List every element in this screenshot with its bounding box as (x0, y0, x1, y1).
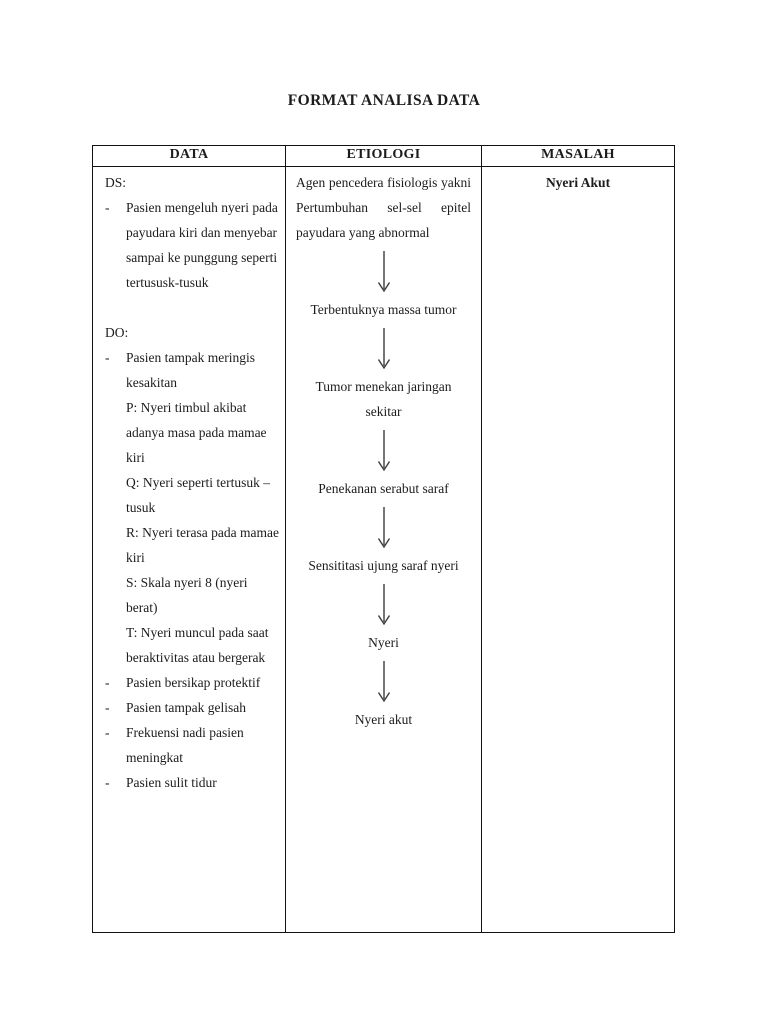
etiologi-paragraph: Agen pencedera fisiologis yakni Pertumbu… (296, 175, 471, 240)
list-item: R: Nyeri terasa pada mamae kiri (105, 520, 279, 570)
list-item: P: Nyeri timbul akibat adanya masa pada … (105, 395, 279, 470)
list-item: S: Skala nyeri 8 (nyeri berat) (105, 570, 279, 620)
down-arrow-icon (377, 251, 390, 293)
bullet-dash (105, 620, 126, 670)
bullet-dash: - (105, 350, 110, 365)
table-header-row: DATA ETIOLOGI MASALAH (93, 146, 674, 167)
list-item-text: Pasien tampak meringis kesakitan (126, 350, 255, 390)
table-body-row: DS: - Pasien mengeluh nyeri pada payudar… (93, 167, 674, 932)
do-list: - Pasien tampak meringis kesakitan P: Ny… (105, 345, 279, 795)
list-item-text: P: Nyeri timbul akibat adanya masa pada … (126, 400, 267, 465)
bullet-dash: - (105, 200, 110, 215)
list-item-text: S: Skala nyeri 8 (nyeri berat) (126, 575, 248, 615)
list-item: - Pasien mengeluh nyeri pada payudara ki… (105, 195, 279, 295)
column-header-masalah: MASALAH (481, 146, 674, 166)
flow-step: Nyeri (296, 578, 471, 655)
column-header-etiologi: ETIOLOGI (285, 146, 481, 166)
etiologi-cell: Agen pencedera fisiologis yakni Pertumbu… (285, 167, 481, 932)
flow-step: Sensititasi ujung saraf nyeri (296, 501, 471, 578)
flow-step-label: Sensititasi ujung saraf nyeri (308, 558, 459, 573)
list-item: - Pasien tampak meringis kesakitan (105, 345, 279, 395)
column-header-data: DATA (169, 147, 209, 162)
list-item-text: Pasien bersikap protektif (126, 675, 261, 690)
list-item: - Frekuensi nadi pasien meningkat (105, 720, 279, 770)
down-arrow-icon (377, 584, 390, 626)
masalah-value: Nyeri Akut (545, 175, 611, 190)
bullet-dash: - (105, 775, 110, 790)
list-item-text: Pasien sulit tidur (126, 775, 217, 790)
flow-step-label: Terbentuknya massa tumor (310, 302, 457, 317)
flow-step-label: Tumor menekan jaringan sekitar (315, 379, 452, 419)
list-item-text: Q: Nyeri seperti tertusuk – tusuk (126, 475, 270, 515)
ds-label: DS: (105, 175, 127, 190)
down-arrow-icon (377, 507, 390, 549)
bullet-dash: - (105, 700, 110, 715)
bullet-dash (105, 520, 126, 570)
do-label: DO: (105, 325, 129, 340)
page-title: FORMAT ANALISA DATA (287, 92, 481, 109)
masalah-cell: Nyeri Akut (481, 167, 674, 932)
list-item: Q: Nyeri seperti tertusuk – tusuk (105, 470, 279, 520)
flow-step-label: Penekanan serabut saraf (318, 481, 449, 496)
flow-step: Nyeri akut (296, 655, 471, 732)
down-arrow-icon (377, 328, 390, 370)
list-item-text: Pasien tampak gelisah (126, 700, 246, 715)
list-item: - Pasien bersikap protektif (105, 670, 279, 695)
flow-step-label: Nyeri (368, 635, 399, 650)
flow-step: Penekanan serabut saraf (296, 424, 471, 501)
bullet-dash: - (105, 725, 110, 740)
list-item-text: Pasien mengeluh nyeri pada payudara kiri… (126, 200, 278, 290)
down-arrow-icon (377, 430, 390, 472)
list-item: - Pasien sulit tidur (105, 770, 279, 795)
down-arrow-icon (377, 661, 390, 703)
analysis-table: DATA ETIOLOGI MASALAH DS: - Pasien menge… (92, 145, 675, 933)
flow-step: Tumor menekan jaringan sekitar (296, 322, 471, 424)
bullet-dash: - (105, 675, 110, 690)
data-cell: DS: - Pasien mengeluh nyeri pada payudar… (93, 167, 285, 932)
list-item: T: Nyeri muncul pada saat beraktivitas a… (105, 620, 279, 670)
list-item-text: R: Nyeri terasa pada mamae kiri (126, 525, 279, 565)
list-item: - Pasien tampak gelisah (105, 695, 279, 720)
ds-list: - Pasien mengeluh nyeri pada payudara ki… (105, 195, 279, 295)
flow-step-label: Nyeri akut (354, 712, 413, 727)
etiologi-flowchart: Terbentuknya massa tumor Tumor menekan j… (296, 245, 471, 732)
bullet-dash (105, 395, 126, 470)
list-item-text: Frekuensi nadi pasien meningkat (126, 725, 244, 765)
bullet-dash (105, 570, 126, 620)
flow-step: Terbentuknya massa tumor (296, 245, 471, 322)
list-item-text: T: Nyeri muncul pada saat beraktivitas a… (126, 625, 269, 665)
bullet-dash (105, 470, 126, 520)
